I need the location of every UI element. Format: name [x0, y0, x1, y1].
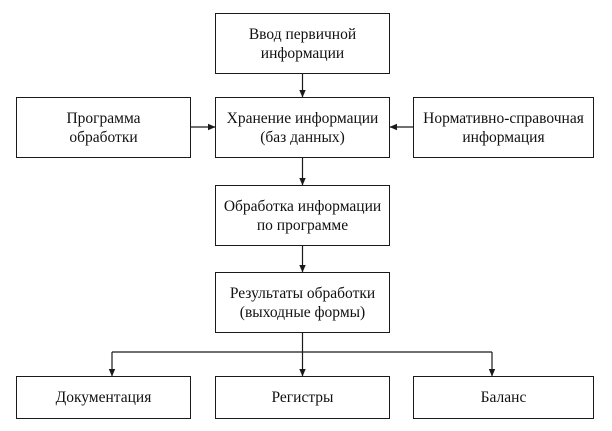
node-label-line: информации	[260, 44, 345, 62]
node-label-line: Баланс	[480, 389, 527, 406]
node-processing-program: Программа обработки	[16, 97, 191, 158]
node-registers: Регистры	[215, 376, 390, 419]
node-processing-results: Результаты обработки (выходные формы)	[215, 272, 390, 333]
node-label-line: Обработка информации	[223, 197, 382, 215]
node-documentation: Документация	[16, 376, 191, 419]
node-label-line: Документация	[55, 389, 152, 406]
node-label-line: обработки	[69, 128, 138, 146]
node-information-processing: Обработка информации по программе	[215, 185, 390, 246]
node-reference-information: Нормативно-справочная информация	[413, 97, 594, 158]
node-balance: Баланс	[413, 376, 594, 419]
node-label-line: Регистры	[271, 389, 334, 406]
node-label-line: (выходные формы)	[239, 303, 366, 321]
node-label-line: Нормативно-справочная	[423, 109, 584, 127]
node-label-line: по программе	[256, 216, 349, 234]
node-label-line: Ввод первичной	[248, 25, 357, 43]
node-primary-input: Ввод первичной информации	[215, 13, 390, 74]
node-label-line: Результаты обработки	[229, 284, 376, 302]
node-label-line: (баз данных)	[260, 128, 345, 146]
node-label-line: Хранение информации	[226, 109, 379, 127]
node-label-line: Программа	[66, 109, 141, 127]
node-label-line: информация	[462, 128, 545, 146]
node-information-storage: Хранение информации (баз данных)	[215, 97, 390, 158]
